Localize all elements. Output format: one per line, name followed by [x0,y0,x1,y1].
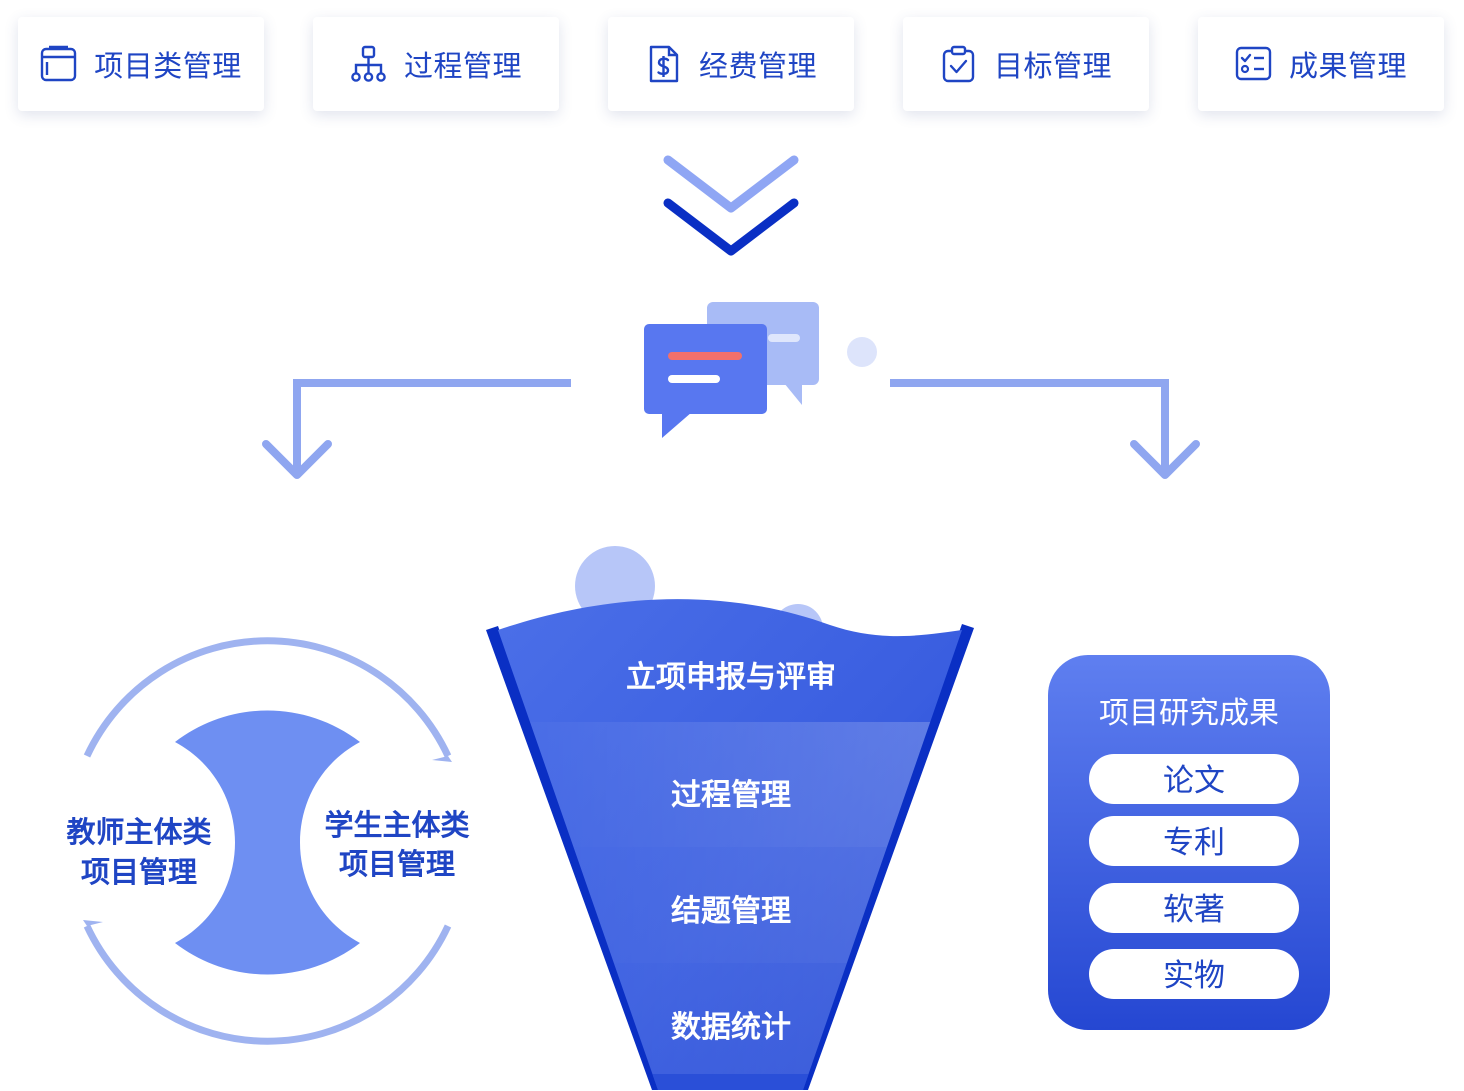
browser-window-icon [41,45,77,82]
student-project-label-line2: 项目管理 [339,847,455,881]
result-item-pill [1089,949,1299,999]
clipboard-check-icon [942,45,975,83]
result-item-pill [1089,816,1299,866]
top-card-label: 过程管理 [403,49,522,83]
results-panel: 项目研究成果 论文 专利 软著 实物 [1048,655,1330,1030]
result-item-pill [1089,883,1299,933]
cycle-center-shape [175,710,360,975]
dollar-document-icon [649,45,679,83]
checklist-icon [1235,46,1272,81]
student-project-label-line1: 学生主体类 [324,808,469,842]
funnel-band [498,722,962,847]
top-card-objective[interactable]: 目标管理 [903,17,1149,111]
result-item-pill [1089,754,1299,804]
top-card-project-category[interactable]: 项目类管理 [18,17,264,111]
chat-bubbles-icon [644,302,877,438]
left-branch-arrow [262,379,571,479]
process-funnel: 立项申报与评审 过程管理 结题管理 数据统计 [486,546,974,1090]
top-card-label: 目标管理 [993,49,1112,83]
result-item-label: 软著 [1163,892,1225,928]
cycle-bottom-arc [83,924,452,1045]
cycle-top-arc [83,637,452,758]
top-card-label: 成果管理 [1288,49,1407,83]
result-item-label: 实物 [1163,958,1225,994]
funnel-stage-label: 数据统计 [671,1010,791,1045]
top-card-funding[interactable]: 经费管理 [608,17,854,111]
result-item-label: 论文 [1163,763,1225,799]
right-branch-arrow [890,379,1200,479]
funnel-stage-label: 过程管理 [671,778,791,813]
cycle-diagram: 教师主体类 项目管理 学生主体类 项目管理 [66,637,470,1045]
funnel-base [498,1074,962,1090]
teacher-project-label-line2: 项目管理 [81,855,197,889]
org-chart-icon [351,45,386,82]
funnel-stage-label: 结题管理 [671,894,791,929]
top-card-process[interactable]: 过程管理 [313,17,559,111]
double-chevron-down-icon [663,155,799,256]
top-card-achievement[interactable]: 成果管理 [1198,17,1444,111]
teacher-project-label-line1: 教师主体类 [66,815,211,849]
top-card-label: 经费管理 [698,49,817,83]
funnel-stage-label: 立项申报与评审 [626,660,836,695]
result-item-label: 专利 [1163,825,1225,861]
top-card-label: 项目类管理 [94,49,242,83]
results-panel-title: 项目研究成果 [1099,696,1279,731]
